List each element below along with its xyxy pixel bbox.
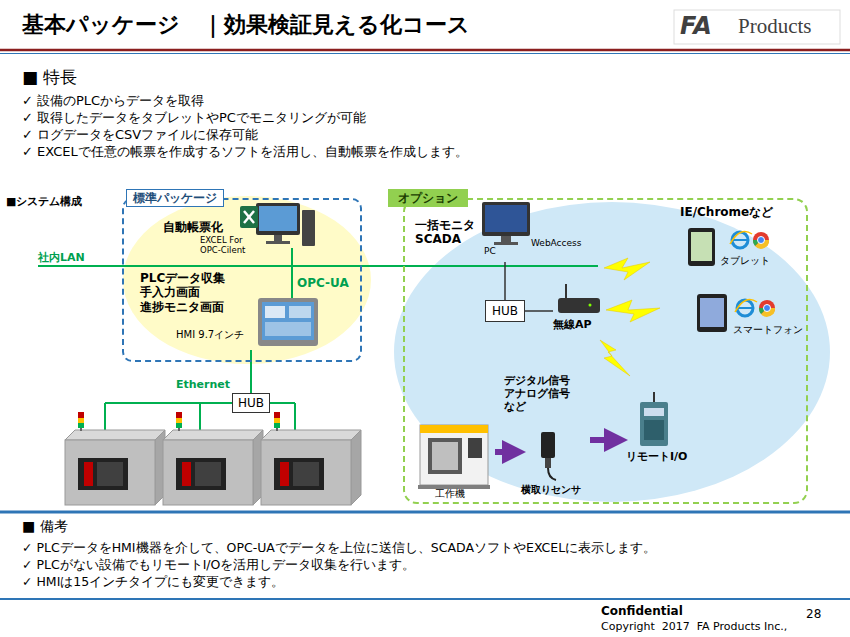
node-label: 一括モニタ SCADA xyxy=(415,218,477,247)
confidential-mark: Confidential xyxy=(601,604,683,618)
signal-arrow xyxy=(495,449,520,455)
machine-tool: 工作機 xyxy=(415,420,495,504)
network-wire xyxy=(525,310,553,312)
node-label: リモートI/O xyxy=(626,450,687,463)
node-label: スマートフォン xyxy=(733,324,803,336)
remote-io: リモートI/O xyxy=(622,390,704,470)
hmi-panel: PLCデータ収集 手入力画面 進捗モニタ画面 HMI 9.7インチ xyxy=(138,270,320,350)
section-heading: ■ 備考 xyxy=(22,518,68,535)
protocol-label: OPC-UA xyxy=(297,276,349,290)
node-label: タブレット xyxy=(720,255,770,267)
node-label: 自動帳票化 xyxy=(163,220,223,234)
bullet: ✓ 取得したデータをタブレットやPCでモニタリングが可能 xyxy=(22,110,366,126)
smartphone: スマートフォン xyxy=(690,290,815,340)
bullet: ✓ 設備のPLCからデータを取得 xyxy=(22,93,204,109)
node-label: HUB xyxy=(238,396,264,410)
network-label: Ethernet xyxy=(176,378,230,391)
frame-tab: 標準パッケージ xyxy=(126,189,224,207)
network-hub: HUB xyxy=(485,300,525,322)
tablet: タブレット xyxy=(685,225,795,273)
bullet: ✓ PLCがない設備でもリモートI/Oを活用しデータ収集を行います。 xyxy=(22,557,415,572)
network-wire xyxy=(250,350,252,393)
node-label: 工作機 xyxy=(435,488,465,500)
option-frame: オプション一括モニタ SCADAWebAccessPCHUB無線APタブレットス… xyxy=(403,198,808,504)
network-label: 社内LAN xyxy=(38,251,85,264)
node-label: EXCEL For OPC-Cilent xyxy=(200,235,264,255)
section-heading: ■システム構成 xyxy=(6,195,82,208)
network-hub: HUB xyxy=(232,393,270,413)
copyright: Copyright 2017 FA Products Inc., xyxy=(601,620,787,633)
bullet: ✓ HMIは15インチタイプにも変更できます。 xyxy=(22,574,284,589)
node-label: 無線AP xyxy=(553,318,592,331)
frame-tab: オプション xyxy=(388,189,468,207)
node-label: 横取りセンサ xyxy=(521,484,581,496)
logo-text: Products xyxy=(738,14,812,39)
wireless-ap: 無線AP xyxy=(553,284,607,336)
excel-pc: 自動帳票化EXCEL For OPC-Cilent xyxy=(160,203,310,255)
scada-pc: 一括モニタ SCADA WebAccessPC xyxy=(415,200,585,262)
retrofit-sensor: 横取りセンサ xyxy=(520,425,590,503)
node-label: HMI 9.7インチ xyxy=(176,329,244,341)
signal-arrow xyxy=(590,437,622,443)
network-wire xyxy=(504,262,506,300)
node-label: WebAccess xyxy=(531,238,581,249)
signal-note: デジタル信号 アナログ信号 など xyxy=(504,374,576,414)
slide-title: 基本パッケージ ｜効果検証見える化コース xyxy=(22,12,470,38)
node-label: PLCデータ収集 手入力画面 進捗モニタ画面 xyxy=(140,271,232,314)
bullet: ✓ EXCELで任意の帳票を作成するソフトを活用し、自動帳票を作成します。 xyxy=(22,144,468,160)
section-heading: ■ 特長 xyxy=(22,67,77,87)
browser-note: IE/Chromeなど xyxy=(680,205,773,219)
node-label: PC xyxy=(484,246,496,257)
bullet: ✓ PLCデータをHMI機器を介して、OPC-UAでデータを上位に送信し、SCA… xyxy=(22,540,656,555)
logo-mark: FA xyxy=(680,12,712,41)
page-number: 28 xyxy=(806,607,821,621)
bullet: ✓ ログデータをCSVファイルに保存可能 xyxy=(22,127,258,143)
node-label: HUB xyxy=(492,304,518,318)
